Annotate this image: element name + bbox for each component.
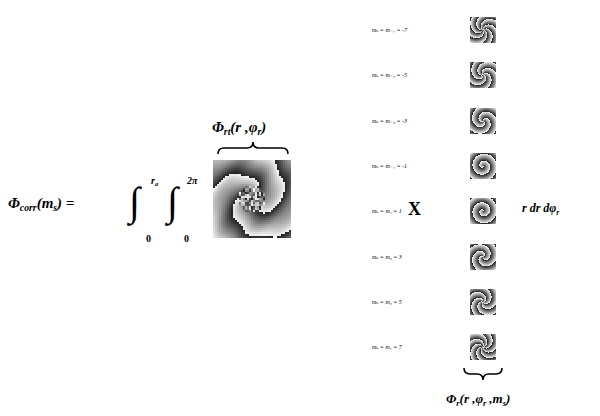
math-text: ) = <box>57 196 74 211</box>
spiral-phase-image <box>470 17 496 43</box>
equation-term: mₛ = m₋₁ = -1 <box>372 163 407 169</box>
subscript-text: a <box>155 181 158 188</box>
subscript-text: s <box>53 203 57 213</box>
spiral-phase-image <box>470 153 496 179</box>
equation-term: mₛ = m₋₅ = -5 <box>372 72 407 78</box>
equation-term: X <box>408 200 421 218</box>
math-text: mₛ = m₋₅ = -5 <box>372 72 407 78</box>
subscript-text: r <box>483 399 486 407</box>
math-text: r <box>151 176 155 186</box>
math-text: mₛ = m₋₃ = -3 <box>372 118 407 124</box>
math-text: X <box>408 200 421 218</box>
math-text: 0 <box>184 234 189 244</box>
math-text: ) <box>261 120 266 135</box>
math-text: ∫ <box>167 182 178 222</box>
equation-term: mₛ = m₁ = 1 <box>372 208 402 214</box>
spiral-phase-image <box>470 62 496 88</box>
math-text: mₛ = m₁ = 1 <box>372 208 402 214</box>
equation-term: Φcorr(ms) = <box>8 196 74 211</box>
equation-term: mₛ = m₅ = 5 <box>372 299 402 305</box>
math-text: (r ,φ <box>230 120 257 135</box>
equation-term: Φrt(r ,φr) <box>212 120 266 135</box>
curly-brace <box>464 368 502 380</box>
subscript-text: rt <box>224 127 231 137</box>
spiral-phase-image <box>470 334 496 360</box>
phase-image <box>213 160 291 238</box>
math-text: mₛ = m₅ = 5 <box>372 299 402 305</box>
spiral-phase-image <box>470 244 496 270</box>
math-text: 2π <box>187 176 197 186</box>
equation-term: mₛ = m₋₇ = -7 <box>372 27 407 33</box>
math-text: (r ,φ <box>460 392 484 405</box>
math-text: (m <box>37 196 54 211</box>
math-text: r dr dφ <box>522 202 556 214</box>
math-text: 0 <box>146 234 151 244</box>
math-text: Φ <box>446 392 456 405</box>
math-text: mₛ = m₃ = 3 <box>372 254 402 260</box>
equation-term: mₛ = m₇ = 7 <box>372 344 402 350</box>
subscript-text: corr <box>20 203 37 213</box>
equation-term: ra <box>151 176 158 186</box>
subscript-text: r <box>556 209 559 217</box>
equation-term: ∫ <box>167 182 178 222</box>
spiral-phase-image <box>470 198 496 224</box>
equation-term: 0 <box>184 234 189 244</box>
subscript-text: r <box>257 127 261 137</box>
math-text: mₛ = m₇ = 7 <box>372 344 402 350</box>
math-text: Φ <box>212 120 224 135</box>
math-text: mₛ = m₋₇ = -7 <box>372 27 407 33</box>
math-text: ∫ <box>129 182 140 222</box>
equation-term: 0 <box>146 234 151 244</box>
spiral-phase-image <box>470 108 496 134</box>
spiral-phase-stack <box>470 17 496 360</box>
math-text: mₛ = m₋₁ = -1 <box>372 163 407 169</box>
equation-term: ∫ <box>129 182 140 222</box>
subscript-text: s <box>503 399 506 407</box>
equation-term: Φr(r ,φr,ms) <box>446 392 510 405</box>
math-text: Φ <box>8 196 20 211</box>
subscript-text: r <box>456 399 459 407</box>
equation-term: 2π <box>187 176 197 186</box>
spiral-phase-image <box>470 289 496 315</box>
math-text: ) <box>506 392 510 405</box>
equation-term: mₛ = m₃ = 3 <box>372 254 402 260</box>
equation-term: r dr dφr <box>522 202 559 214</box>
math-text: ,m <box>489 392 502 405</box>
equation-term: mₛ = m₋₃ = -3 <box>372 118 407 124</box>
curly-brace <box>218 142 288 154</box>
